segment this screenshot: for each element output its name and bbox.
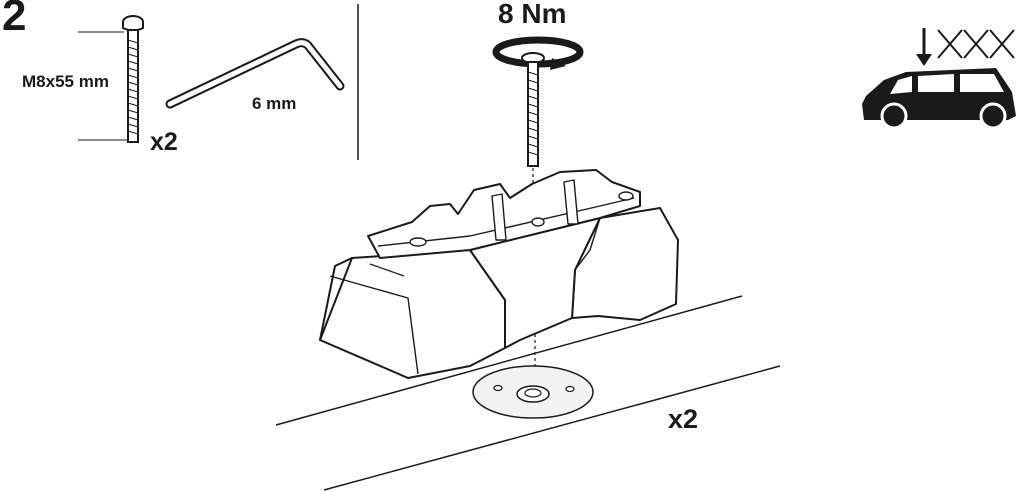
bolt-size-label: M8x55 mm	[22, 72, 109, 91]
mounting-pad	[472, 328, 594, 419]
cross-marks-icon	[937, 29, 1015, 59]
downward-load-arrow-icon	[916, 28, 932, 66]
torque-label: 8 Nm	[498, 0, 567, 29]
roof-rail	[275, 295, 781, 491]
hex-key-icon	[165, 38, 345, 109]
car-roof-icon	[862, 68, 1016, 130]
hex-key-size-label: 6 mm	[252, 94, 297, 113]
bolt-icon	[78, 15, 144, 143]
step-number: 2	[2, 0, 27, 40]
roof-rack-foot	[319, 169, 679, 379]
bolt-quantity-label: x2	[150, 128, 178, 156]
install-bolt-icon	[521, 52, 545, 210]
assembly-quantity-label: x2	[668, 404, 699, 434]
